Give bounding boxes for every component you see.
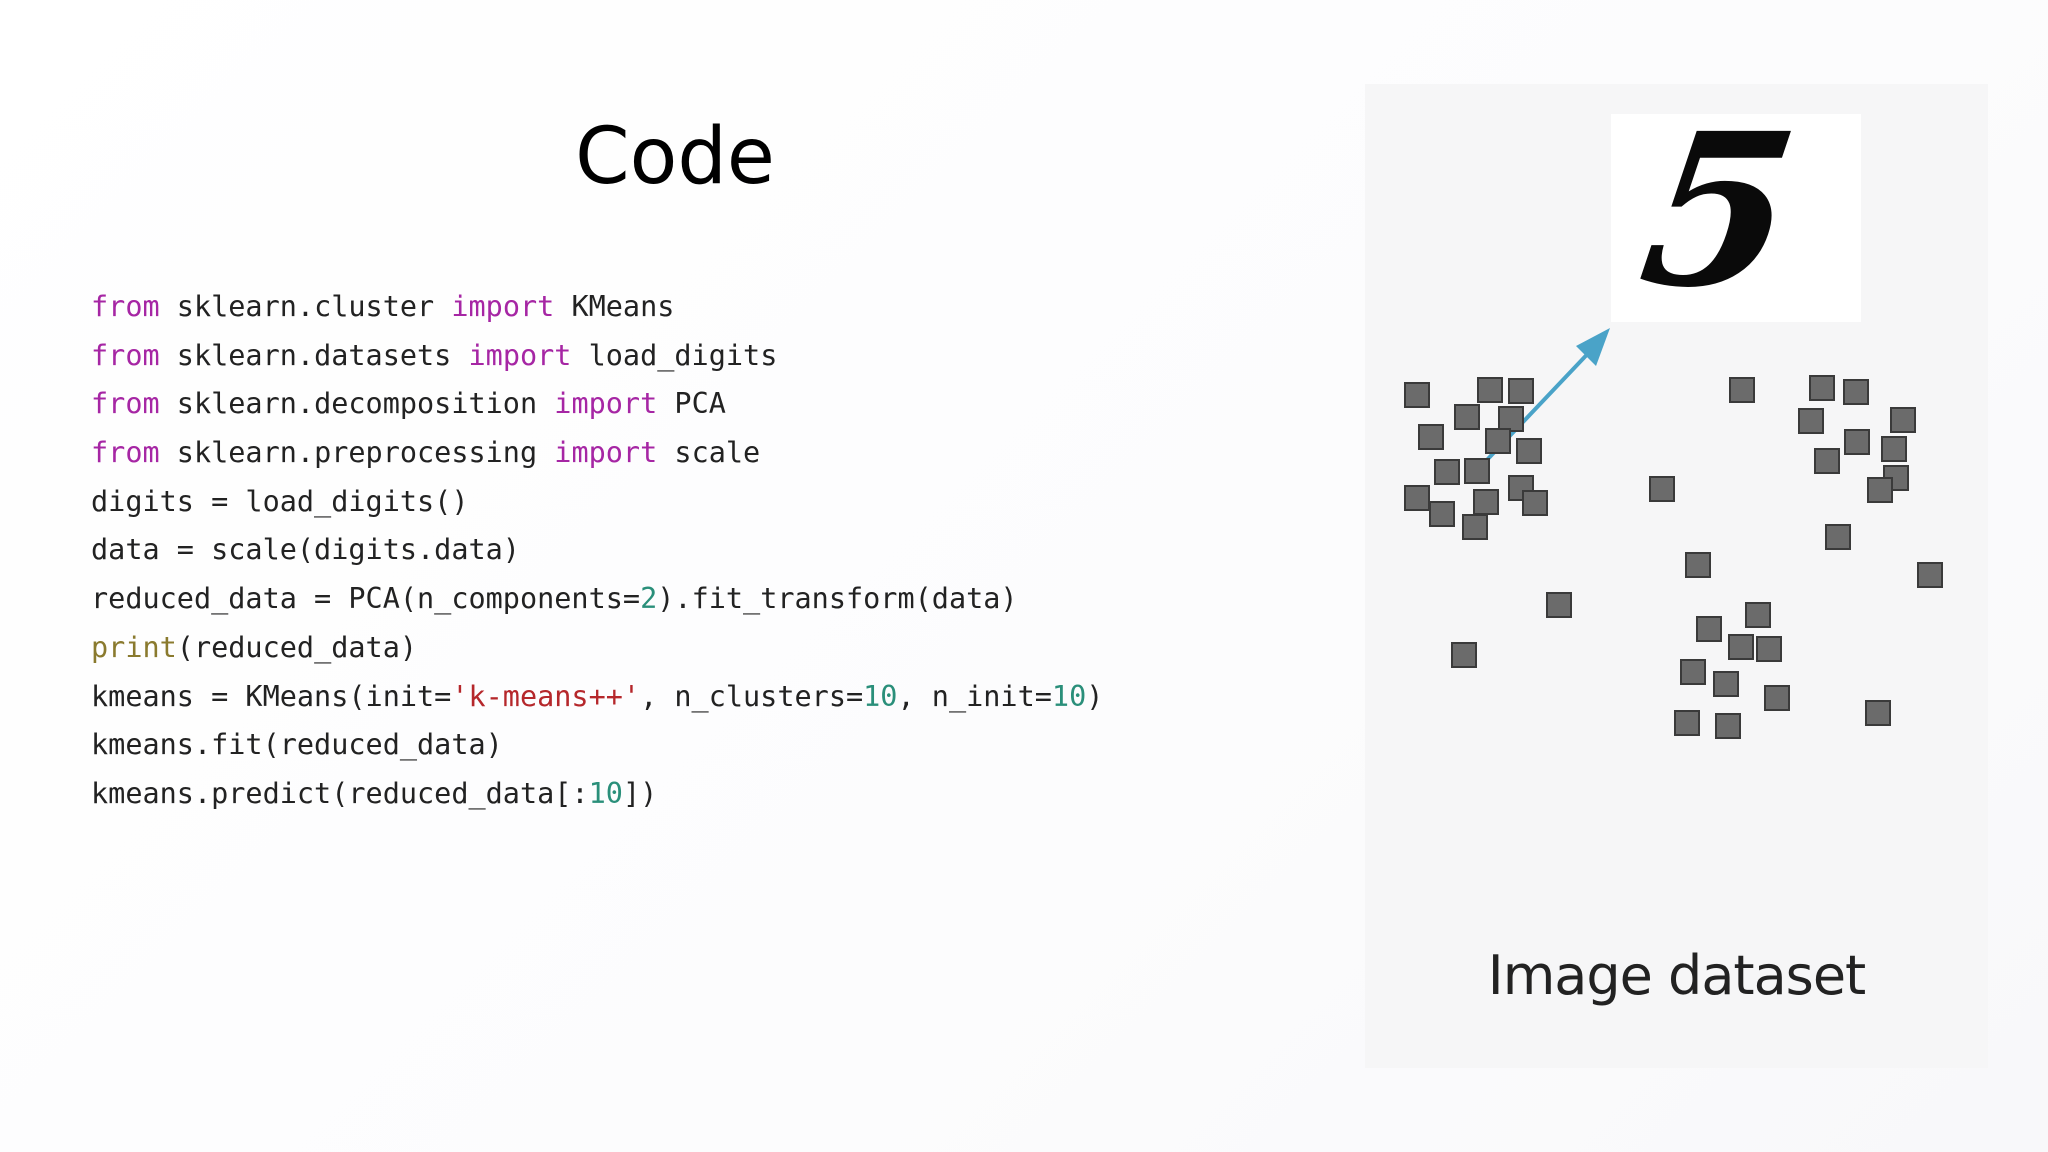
code-line: from sklearn.datasets import load_digits [91,332,1103,381]
code-token: sklearn.datasets [159,338,469,372]
data-point-square [1522,490,1548,516]
cluster-diagram: 5 [1404,87,1943,739]
code-token: from [91,436,160,470]
data-point-square [1890,407,1916,433]
code-token: , n_clusters= [640,679,864,713]
code-token: kmeans.fit(reduced_data) [91,728,503,762]
code-token: ) [1086,679,1104,713]
code-token: import [468,338,572,372]
data-point-square [1516,438,1542,464]
code-line: from sklearn.preprocessing import scale [91,429,1103,478]
code-token: scale [657,436,761,470]
code-token: from [91,387,160,421]
data-point-square [1546,592,1572,618]
code-token: load_digits [571,338,778,372]
code-token: data = scale(digits.data) [91,533,520,567]
code-line: reduced_data = PCA(n_components=2).fit_t… [91,575,1103,624]
code-token: (reduced_data) [176,630,418,664]
code-token: import [451,290,555,323]
data-point-square [1674,710,1700,736]
data-point-square [1865,700,1891,726]
data-point-square [1696,616,1722,642]
code-token: sklearn.preprocessing [159,436,555,470]
code-token: print [91,630,177,664]
code-token: ]) [622,776,658,810]
data-point-square [1473,489,1499,515]
data-point-square [1729,377,1755,403]
data-point-square [1462,514,1488,540]
data-point-square [1844,429,1870,455]
code-token: sklearn.decomposition [159,387,555,421]
code-token: PCA [657,387,726,421]
code-line: kmeans.predict(reduced_data[:10]) [91,770,1103,819]
data-point-square [1814,448,1840,474]
code-line: data = scale(digits.data) [91,526,1103,575]
data-point-square [1464,458,1490,484]
image-dataset-illustration: 5 Image dataset [1365,84,1988,1068]
data-point-square [1434,459,1460,485]
digit-five-glyph: 5 [1629,87,1810,334]
code-token: KMeans [554,290,675,323]
code-token: , n_init= [897,679,1052,713]
data-point-square [1485,428,1511,454]
data-point-square [1713,671,1739,697]
code-line: kmeans.fit(reduced_data) [91,721,1103,770]
code-token: sklearn.cluster [159,290,452,323]
data-point-square [1867,477,1893,503]
data-point-square [1745,602,1771,628]
data-point-square [1454,404,1480,430]
slide-title: Code [575,112,775,202]
code-line: kmeans = KMeans(init='k-means++', n_clus… [91,673,1103,722]
data-point-square [1508,475,1534,501]
data-point-square [1649,476,1675,502]
data-point-square [1917,562,1943,588]
code-line: print(reduced_data) [91,624,1103,673]
data-points [1404,375,1943,739]
data-point-square [1715,713,1741,739]
data-point-square [1685,552,1711,578]
data-point-square [1764,685,1790,711]
code-token: 10 [1051,679,1087,713]
code-token: kmeans.predict(reduced_data[: [91,776,589,810]
code-line: from sklearn.decomposition import PCA [91,380,1103,429]
data-point-square [1881,436,1907,462]
code-token: kmeans = KMeans(init= [91,679,452,713]
data-point-square [1756,636,1782,662]
data-point-square [1798,408,1824,434]
data-point-square [1498,406,1524,432]
code-line: from sklearn.cluster import KMeans [91,283,1103,332]
data-point-square [1404,382,1430,408]
data-point-square [1477,377,1503,403]
code-token: digits = load_digits() [91,484,469,518]
data-point-square [1404,485,1430,511]
code-token: 10 [863,679,898,713]
code-token: reduced_data = PCA(n_components= [91,582,641,616]
digit-image-box [1611,114,1861,322]
data-point-square [1508,378,1534,404]
code-token: from [91,338,160,372]
code-token: 2 [640,582,658,616]
code-token: 10 [588,776,623,810]
code-line: digits = load_digits() [91,478,1103,527]
image-caption: Image dataset [1487,944,1866,1007]
data-point-square [1429,501,1455,527]
code-token: 'k-means++' [451,679,641,713]
data-point-square [1843,379,1869,405]
data-point-square [1680,659,1706,685]
data-point-square [1728,634,1754,660]
data-point-square [1809,375,1835,401]
code-token: import [554,436,658,470]
data-point-square [1418,424,1444,450]
code-token: ).fit_transform(data) [657,582,1018,616]
code-token: from [91,290,160,323]
code-token: import [554,387,658,421]
data-point-square [1825,524,1851,550]
data-point-square [1451,642,1477,668]
